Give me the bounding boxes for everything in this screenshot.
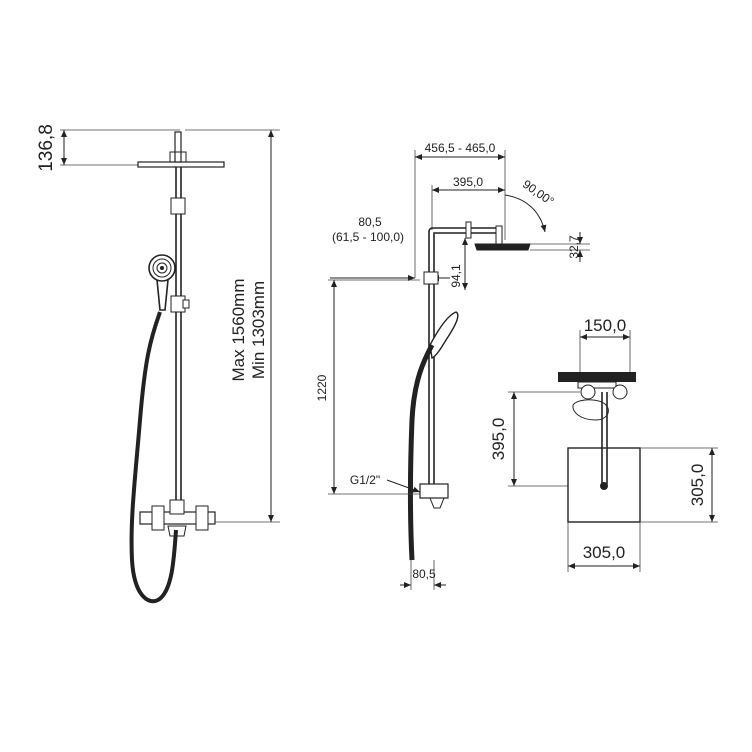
side-view: 456,5 - 465,0 395,0 90,00° 80,5 (61,5 - … [315,141,590,590]
dim-plan-width-top: 150,0 [584,316,627,335]
side-angle-dimension: 90,00° [504,177,557,233]
dim-bottom-offset: 80,5 [412,567,436,581]
dim-thread: G1/2" [350,473,380,487]
dim-offset-range: (61,5 - 100,0) [332,230,404,244]
dim-plan-depth: 395,0 [489,418,508,461]
side-pipe [423,221,500,490]
side-arm-dimension: 395,0 [431,175,505,230]
front-view: 136,8 [36,124,280,604]
front-riser-pipe [170,167,190,510]
front-height-dimension: Max 1560mm Min 1303mm [185,129,280,523]
front-shower-head [137,131,225,168]
side-bottom-dimension: 80,5 [400,560,446,590]
side-height-dimension: 1220 [315,279,420,495]
plan-head-width-dimension: 305,0 [567,522,641,572]
dim-max-height: Max 1560mm [229,279,248,382]
plan-top-dimension: 150,0 [579,316,631,372]
plan-head-side-dimension: 305,0 [640,447,718,523]
dim-plan-head-width: 305,0 [583,543,626,562]
dim-offset: 80,5 [358,215,382,229]
dim-min-height: Min 1303mm [249,281,268,379]
front-hand-shower [148,254,176,311]
side-drop-dimension: 94,1 [449,238,468,290]
plan-depth-dimension: 395,0 [489,391,600,487]
plan-mixer [558,372,636,421]
dim-plan-head-side: 305,0 [688,464,707,507]
dim-head-height: 32,7 [567,235,581,259]
dim-arm-length: 395,0 [453,175,483,189]
dim-overall-width: 456,5 - 465,0 [425,141,496,155]
front-mixer [139,499,216,537]
front-hose [129,311,178,604]
plan-view: 150,0 395,0 305,0 [489,316,718,572]
dim-136-8: 136,8 [36,124,57,172]
side-mixer: G1/2" [350,473,449,509]
dim-drop: 94,1 [449,264,463,288]
side-offset-dimension: 80,5 (61,5 - 100,0) [330,215,450,281]
side-hand-shower [408,311,459,561]
dim-angle: 90,00° [520,177,557,209]
dim-1220: 1220 [315,374,329,401]
side-shower-head: 32,7 [474,225,590,262]
front-top-dimension: 136,8 [36,124,180,172]
plan-shower-head [567,392,641,523]
